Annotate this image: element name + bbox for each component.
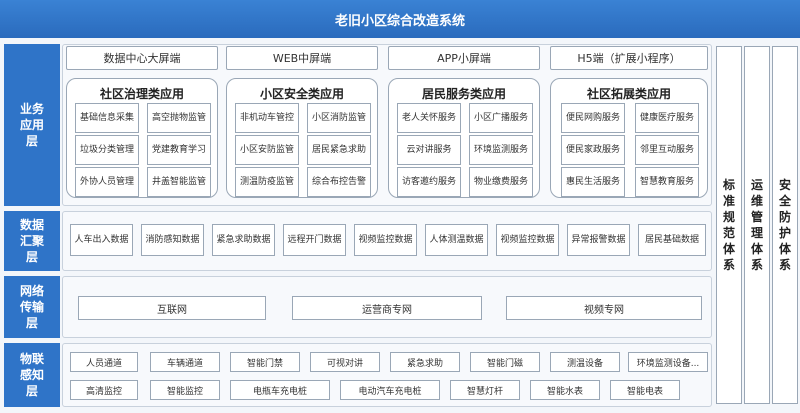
app-item[interactable]: 测温防疫监管 [235, 167, 299, 197]
data-item[interactable]: 紧急求助数据 [212, 224, 275, 256]
client-web[interactable]: WEB中屏端 [226, 46, 378, 70]
iot-device[interactable]: 高清监控 [70, 380, 138, 400]
iot-device[interactable]: 电动汽车充电桩 [340, 380, 440, 400]
data-item[interactable]: 远程开门数据 [283, 224, 346, 256]
app-item[interactable]: 云对讲服务 [397, 135, 461, 165]
group-community-extension: 社区拓展类应用 便民网购服务 健康医疗服务 便民家政服务 邻里互动服务 惠民生活… [550, 78, 708, 198]
network-carrier[interactable]: 运营商专网 [292, 296, 482, 320]
app-item[interactable]: 垃圾分类管理 [75, 135, 139, 165]
app-item[interactable]: 老人关怀服务 [397, 103, 461, 133]
group-title: 小区安全类应用 [259, 87, 344, 101]
iot-device[interactable]: 可视对讲 [310, 352, 380, 372]
app-item[interactable]: 小区消防监管 [307, 103, 371, 133]
iot-device[interactable]: 车辆通道 [150, 352, 220, 372]
app-item[interactable]: 高空抛物监管 [147, 103, 211, 133]
client-app[interactable]: APP小屏端 [388, 46, 540, 70]
app-item[interactable]: 井盖智能监管 [147, 167, 211, 197]
group-title: 社区拓展类应用 [586, 87, 671, 101]
group-community-safety: 小区安全类应用 非机动车管控 小区消防监管 小区安防监管 居民紧急求助 测温防疫… [226, 78, 378, 198]
app-item[interactable]: 访客邀约服务 [397, 167, 461, 197]
app-item[interactable]: 健康医疗服务 [635, 103, 699, 133]
app-item[interactable]: 智慧教育服务 [635, 167, 699, 197]
app-item[interactable]: 物业缴费服务 [469, 167, 533, 197]
iot-device[interactable]: 智能电表 [610, 380, 680, 400]
layer-label-app: 业务应用层 [4, 44, 60, 206]
side-security-system: 安全防护体系 [772, 46, 798, 404]
app-item[interactable]: 党建教育学习 [147, 135, 211, 165]
data-item[interactable]: 视频监控数据 [496, 224, 559, 256]
data-item[interactable]: 视频监控数据 [354, 224, 417, 256]
side-ops-system: 运维管理体系 [744, 46, 770, 404]
group-resident-services: 居民服务类应用 老人关怀服务 小区广播服务 云对讲服务 环境监测服务 访客邀约服… [388, 78, 540, 198]
iot-device[interactable]: 智能水表 [530, 380, 600, 400]
app-item[interactable]: 便民家政服务 [561, 135, 625, 165]
data-item[interactable]: 人体测温数据 [425, 224, 488, 256]
iot-device[interactable]: 测温设备 [550, 352, 620, 372]
app-item[interactable]: 非机动车管控 [235, 103, 299, 133]
app-item[interactable]: 邻里互动服务 [635, 135, 699, 165]
layer-label-network: 网络传输层 [4, 276, 60, 338]
data-item[interactable]: 异常报警数据 [567, 224, 630, 256]
iot-device[interactable]: 智慧灯杆 [450, 380, 520, 400]
iot-device[interactable]: 智能门磁 [470, 352, 540, 372]
iot-device[interactable]: 人员通道 [70, 352, 138, 372]
iot-device[interactable]: 紧急求助 [390, 352, 460, 372]
app-item[interactable]: 小区安防监管 [235, 135, 299, 165]
data-item[interactable]: 人车出入数据 [70, 224, 133, 256]
data-item[interactable]: 居民基础数据 [638, 224, 706, 256]
client-big-screen[interactable]: 数据中心大屏端 [66, 46, 218, 70]
app-item[interactable]: 便民网购服务 [561, 103, 625, 133]
page-title: 老旧小区综合改造系统 [0, 0, 800, 38]
app-item[interactable]: 惠民生活服务 [561, 167, 625, 197]
app-item[interactable]: 外协人员管理 [75, 167, 139, 197]
group-title: 居民服务类应用 [421, 87, 506, 101]
iot-device[interactable]: 智能门禁 [230, 352, 300, 372]
data-item[interactable]: 消防感知数据 [141, 224, 204, 256]
layer-label-data: 数据汇聚层 [4, 211, 60, 271]
app-item[interactable]: 居民紧急求助 [307, 135, 371, 165]
client-h5[interactable]: H5端（扩展小程序） [550, 46, 708, 70]
layer-label-iot: 物联感知层 [4, 343, 60, 407]
app-item[interactable]: 综合布控告警 [307, 167, 371, 197]
iot-device[interactable]: 智能监控 [150, 380, 220, 400]
iot-device[interactable]: 环境监测设备... [628, 352, 708, 372]
group-community-governance: 社区治理类应用 基础信息采集 高空抛物监管 垃圾分类管理 党建教育学习 外协人员… [66, 78, 218, 198]
iot-device[interactable]: 电瓶车充电桩 [230, 380, 330, 400]
app-item[interactable]: 环境监测服务 [469, 135, 533, 165]
network-internet[interactable]: 互联网 [78, 296, 266, 320]
group-title: 社区治理类应用 [99, 87, 184, 101]
app-item[interactable]: 基础信息采集 [75, 103, 139, 133]
app-item[interactable]: 小区广播服务 [469, 103, 533, 133]
network-video[interactable]: 视频专网 [506, 296, 702, 320]
side-standards-system: 标准规范体系 [716, 46, 742, 404]
